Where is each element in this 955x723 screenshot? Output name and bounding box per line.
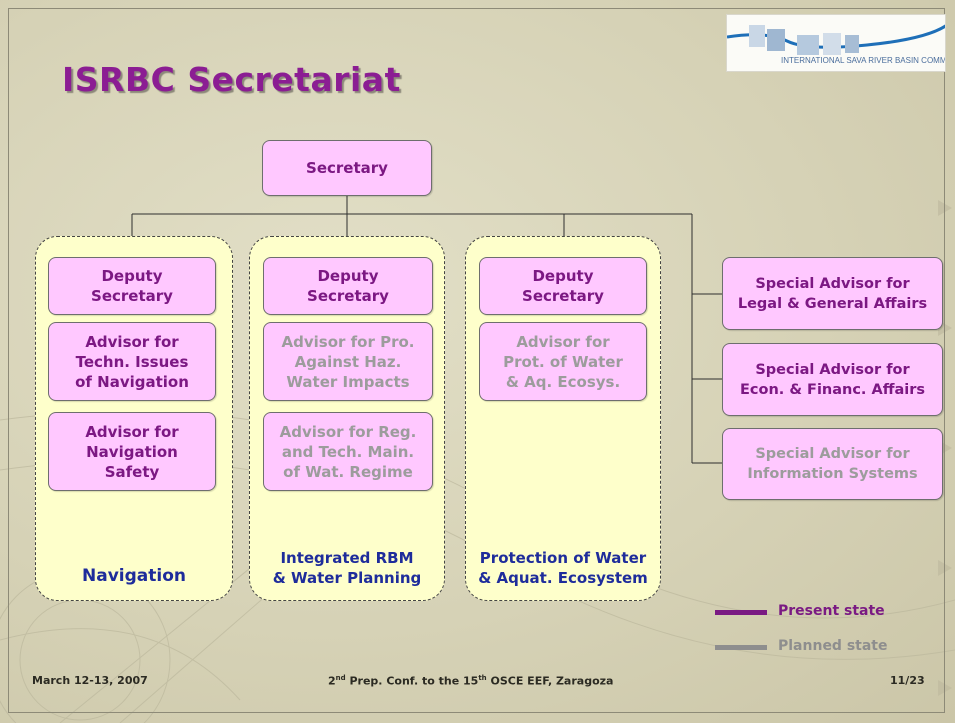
advisor-protection-water-ecosystem-box: Advisor for Prot. of Water & Aq. Ecosys. (479, 322, 647, 401)
legend-planned-swatch (715, 645, 767, 650)
footer-conference: 2nd Prep. Conf. to the 15th OSCE EEF, Za… (328, 674, 613, 688)
isrbc-logo: INTERNATIONAL SAVA RIVER BASIN COMMISSIO… (726, 14, 946, 72)
slide-title: ISRBC Secretariat (62, 60, 401, 99)
footer-conf-sup-a: nd (335, 674, 346, 682)
deputy-secretary-box: Deputy Secretary (263, 257, 433, 315)
footer-conf-sup-b: th (478, 674, 487, 682)
legend-planned-label: Planned state (778, 638, 888, 654)
slide-frame (8, 8, 945, 713)
secretary-box: Secretary (262, 140, 432, 196)
panel-label-navigation: Navigation (82, 566, 186, 586)
logo-graphic (727, 24, 945, 55)
legend-present-label: Present state (778, 603, 885, 619)
footer-conf-b: Prep. Conf. to the 15 (345, 674, 479, 688)
footer-date: March 12-13, 2007 (32, 674, 148, 687)
advisor-water-regime-box: Advisor for Reg. and Tech. Main. of Wat.… (263, 412, 433, 491)
advisor-protection-hazardous-water-box: Advisor for Pro. Against Haz. Water Impa… (263, 322, 433, 401)
special-advisor-legal-box: Special Advisor for Legal & General Affa… (722, 257, 943, 330)
footer-conf-c: OSCE EEF, Zaragoza (486, 674, 614, 688)
logo-text: INTERNATIONAL SAVA RIVER BASIN COMMISSIO… (781, 56, 946, 65)
deputy-secretary-box: Deputy Secretary (48, 257, 216, 315)
advisor-navigation-safety-box: Advisor for Navigation Safety (48, 412, 216, 491)
advisor-techn-issues-navigation-box: Advisor for Techn. Issues of Navigation (48, 322, 216, 401)
panel-label-integrated-rbm: Integrated RBM & Water Planning (272, 549, 422, 587)
special-advisor-information-systems-box: Special Advisor for Information Systems (722, 428, 943, 500)
footer-page-number: 11/23 (890, 674, 925, 687)
footer-conf-a: 2 (328, 674, 336, 688)
panel-label-protection-of-water: Protection of Water & Aquat. Ecosystem (478, 549, 648, 587)
deputy-secretary-box: Deputy Secretary (479, 257, 647, 315)
legend-present-swatch (715, 610, 767, 615)
special-advisor-econ-box: Special Advisor for Econ. & Financ. Affa… (722, 343, 943, 416)
